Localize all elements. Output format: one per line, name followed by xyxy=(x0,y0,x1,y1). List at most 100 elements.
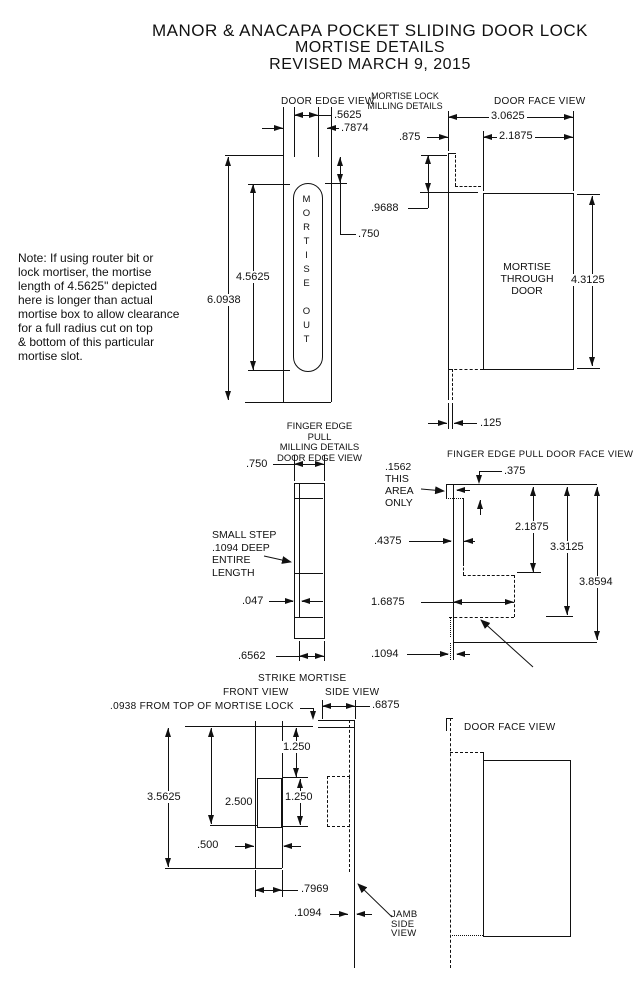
arrowhead xyxy=(297,779,303,788)
arrowhead xyxy=(425,183,431,192)
note-line: mortise slot. xyxy=(18,349,83,363)
arrowhead xyxy=(456,487,465,493)
dim-r2: 3.3125 xyxy=(548,541,586,553)
arrowhead xyxy=(505,599,514,605)
extension-line xyxy=(322,700,323,719)
router-note: Note: If using router bit or lock mortis… xyxy=(18,251,179,363)
arrowhead xyxy=(346,703,355,709)
line xyxy=(453,484,454,642)
dim-line xyxy=(322,706,355,707)
arrowhead xyxy=(274,125,283,131)
arrowhead xyxy=(322,703,331,709)
extension-line xyxy=(573,111,574,191)
extension-line xyxy=(283,777,308,778)
hidden-line xyxy=(450,718,451,968)
line xyxy=(185,726,313,727)
note-line: Note: If using router bit or xyxy=(18,251,154,265)
arrowhead xyxy=(439,134,448,140)
dim-pocket: 2.500 xyxy=(225,796,253,808)
strike-mortise-label: STRIKE MORTISE xyxy=(258,673,347,684)
arrowhead xyxy=(337,174,343,183)
dim-mortise-height: 4.3125 xyxy=(569,274,607,286)
extension-line xyxy=(324,455,325,481)
dim-total-length: 6.0938 xyxy=(205,294,243,306)
line xyxy=(282,721,283,868)
extension-line xyxy=(453,642,454,660)
label-line: DOOR xyxy=(511,285,543,297)
arrowhead xyxy=(425,155,431,164)
extension-line xyxy=(299,641,300,661)
hidden-line xyxy=(450,935,483,936)
arrowhead xyxy=(530,563,536,572)
dim-line xyxy=(454,423,477,424)
line xyxy=(446,484,447,498)
dim-step-depth: .4375 xyxy=(374,535,402,547)
dim-line xyxy=(453,602,514,603)
extension-line xyxy=(421,155,447,156)
leader-line xyxy=(300,708,313,709)
arrowhead xyxy=(299,653,308,659)
arrowhead xyxy=(165,728,171,737)
leader-line xyxy=(276,656,299,657)
note-line: length of 4.5625" depicted xyxy=(18,279,158,293)
dim-line xyxy=(407,654,448,655)
arrowhead xyxy=(594,487,600,496)
line xyxy=(255,721,256,868)
dim-slot-length: 4.5625 xyxy=(234,271,272,283)
hidden-line xyxy=(450,752,483,753)
dim-line xyxy=(255,890,282,891)
extension-line xyxy=(248,184,290,185)
dim-lower: 1.250 xyxy=(283,791,315,803)
label-line: MILLING DETAILS xyxy=(279,442,360,453)
extension-line xyxy=(448,403,449,429)
arrowhead xyxy=(448,114,457,120)
label-line: JAMB xyxy=(391,909,418,920)
arrowhead xyxy=(309,112,318,118)
arrowhead xyxy=(589,196,595,205)
line xyxy=(446,484,597,485)
dim-total-width: 3.0625 xyxy=(489,110,527,122)
arrowhead xyxy=(530,487,536,496)
arrowhead xyxy=(285,598,294,604)
extension-line xyxy=(355,700,356,719)
dim-top-offset: .9688 xyxy=(371,202,399,214)
dim-line xyxy=(428,423,447,424)
arrowhead xyxy=(225,391,231,400)
line xyxy=(294,617,323,618)
arrowhead xyxy=(301,598,310,604)
arrowhead xyxy=(454,420,463,426)
door-face-view-label: DOOR FACE VIEW xyxy=(494,96,586,107)
jamb-line xyxy=(354,720,355,968)
extension-line xyxy=(577,194,600,195)
line xyxy=(210,825,257,826)
line xyxy=(448,153,456,154)
extension-line xyxy=(255,870,256,897)
finger-pull-edge-label: FINGER EDGE PULL MILLING DETAILS DOOR ED… xyxy=(277,421,362,464)
dim-line xyxy=(228,157,229,400)
dim-top-offset: .750 xyxy=(358,228,380,240)
arrowhead xyxy=(453,599,462,605)
title-line-3: REVISED MARCH 9, 2015 xyxy=(269,56,471,73)
arrowhead xyxy=(293,728,299,737)
hidden-line xyxy=(463,575,514,576)
extension-line xyxy=(248,370,290,371)
arrowhead xyxy=(594,631,600,640)
line xyxy=(294,107,295,157)
leader-line xyxy=(479,471,502,472)
finger-pull-edge-rect xyxy=(294,483,325,639)
leader-line xyxy=(421,602,453,603)
leader-line xyxy=(356,706,370,707)
line xyxy=(318,727,355,728)
hidden-strike-rect xyxy=(327,776,350,827)
arrowhead xyxy=(293,768,299,777)
line xyxy=(318,107,319,157)
label-line: VIEW xyxy=(391,928,417,939)
face-plate-rect xyxy=(483,760,571,937)
dim-line xyxy=(302,601,323,602)
extension-line xyxy=(450,643,451,660)
hidden-line xyxy=(449,369,483,370)
door-edge-view-label: DOOR EDGE VIEW xyxy=(281,96,375,107)
dim-line xyxy=(294,464,324,465)
label-line: MORTISE xyxy=(503,261,551,273)
strike-pocket-rect xyxy=(257,778,282,828)
